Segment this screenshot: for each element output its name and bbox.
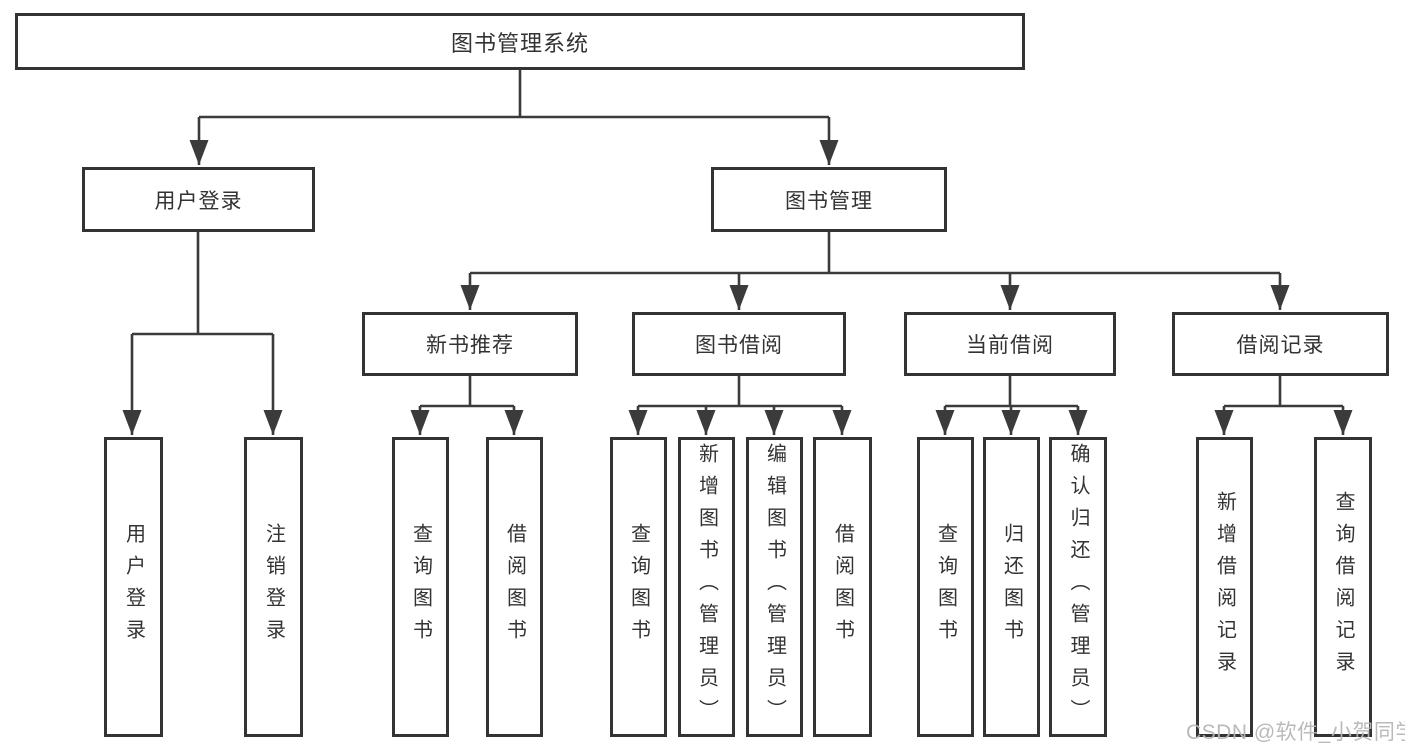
node-borrowing-records: 借阅记录 [1172, 312, 1389, 376]
leaf-add-borrow-record-label: 新增借阅记录 [1213, 491, 1236, 683]
leaf-query-books-current: 查询图书 [917, 437, 974, 737]
connector-root-level2 [199, 69, 829, 119]
node-root-system: 图书管理系统 [15, 13, 1025, 70]
node-book-management: 图书管理 [711, 167, 947, 232]
leaf-add-book-admin-label: 新增图书（管理员） [695, 443, 718, 731]
leaf-logout: 注销登录 [244, 437, 303, 737]
leaf-borrow-books-borrowing-label: 借阅图书 [831, 523, 854, 651]
node-user-login: 用户登录 [82, 167, 315, 232]
leaf-add-book-admin: 新增图书（管理员） [678, 437, 735, 737]
connector-borrowing-children [638, 376, 842, 408]
node-book-borrowing: 图书借阅 [632, 312, 846, 376]
leaf-edit-book-admin: 编辑图书（管理员） [746, 437, 803, 737]
leaf-query-borrow-record-label: 查询借阅记录 [1332, 491, 1354, 683]
watermark: CSDN @软件_小贺同学 [1186, 721, 1405, 744]
leaf-confirm-return-admin-label: 确认归还（管理员） [1067, 443, 1089, 731]
leaf-query-borrow-record: 查询借阅记录 [1314, 437, 1372, 737]
leaf-user-login-label: 用户登录 [122, 523, 145, 651]
connector-user-login-children [132, 232, 273, 336]
connector-recommend-children [420, 376, 514, 408]
leaf-logout-label: 注销登录 [262, 523, 285, 651]
connector-book-management-children [470, 232, 1280, 275]
leaf-return-book: 归还图书 [983, 437, 1040, 737]
leaf-query-books-recommend-label: 查询图书 [409, 523, 432, 651]
leaf-edit-book-admin-label: 编辑图书（管理员） [763, 443, 786, 731]
leaf-query-books-recommend: 查询图书 [392, 437, 449, 737]
leaf-borrow-books-recommend-label: 借阅图书 [503, 523, 526, 651]
leaf-user-login: 用户登录 [104, 437, 163, 737]
leaf-return-book-label: 归还图书 [1000, 523, 1023, 651]
leaf-borrow-books-recommend: 借阅图书 [486, 437, 543, 737]
node-new-book-recommendation: 新书推荐 [362, 312, 578, 376]
connector-records-children [1224, 376, 1343, 408]
leaf-confirm-return-admin: 确认归还（管理员） [1049, 437, 1107, 737]
leaf-borrow-books-borrowing: 借阅图书 [813, 437, 872, 737]
leaf-query-books-borrowing-label: 查询图书 [627, 523, 650, 651]
leaf-query-books-current-label: 查询图书 [934, 523, 957, 651]
connector-current-children [945, 376, 1078, 408]
leaf-add-borrow-record: 新增借阅记录 [1196, 437, 1253, 737]
node-current-borrowing: 当前借阅 [904, 312, 1116, 376]
leaf-query-books-borrowing: 查询图书 [610, 437, 667, 737]
